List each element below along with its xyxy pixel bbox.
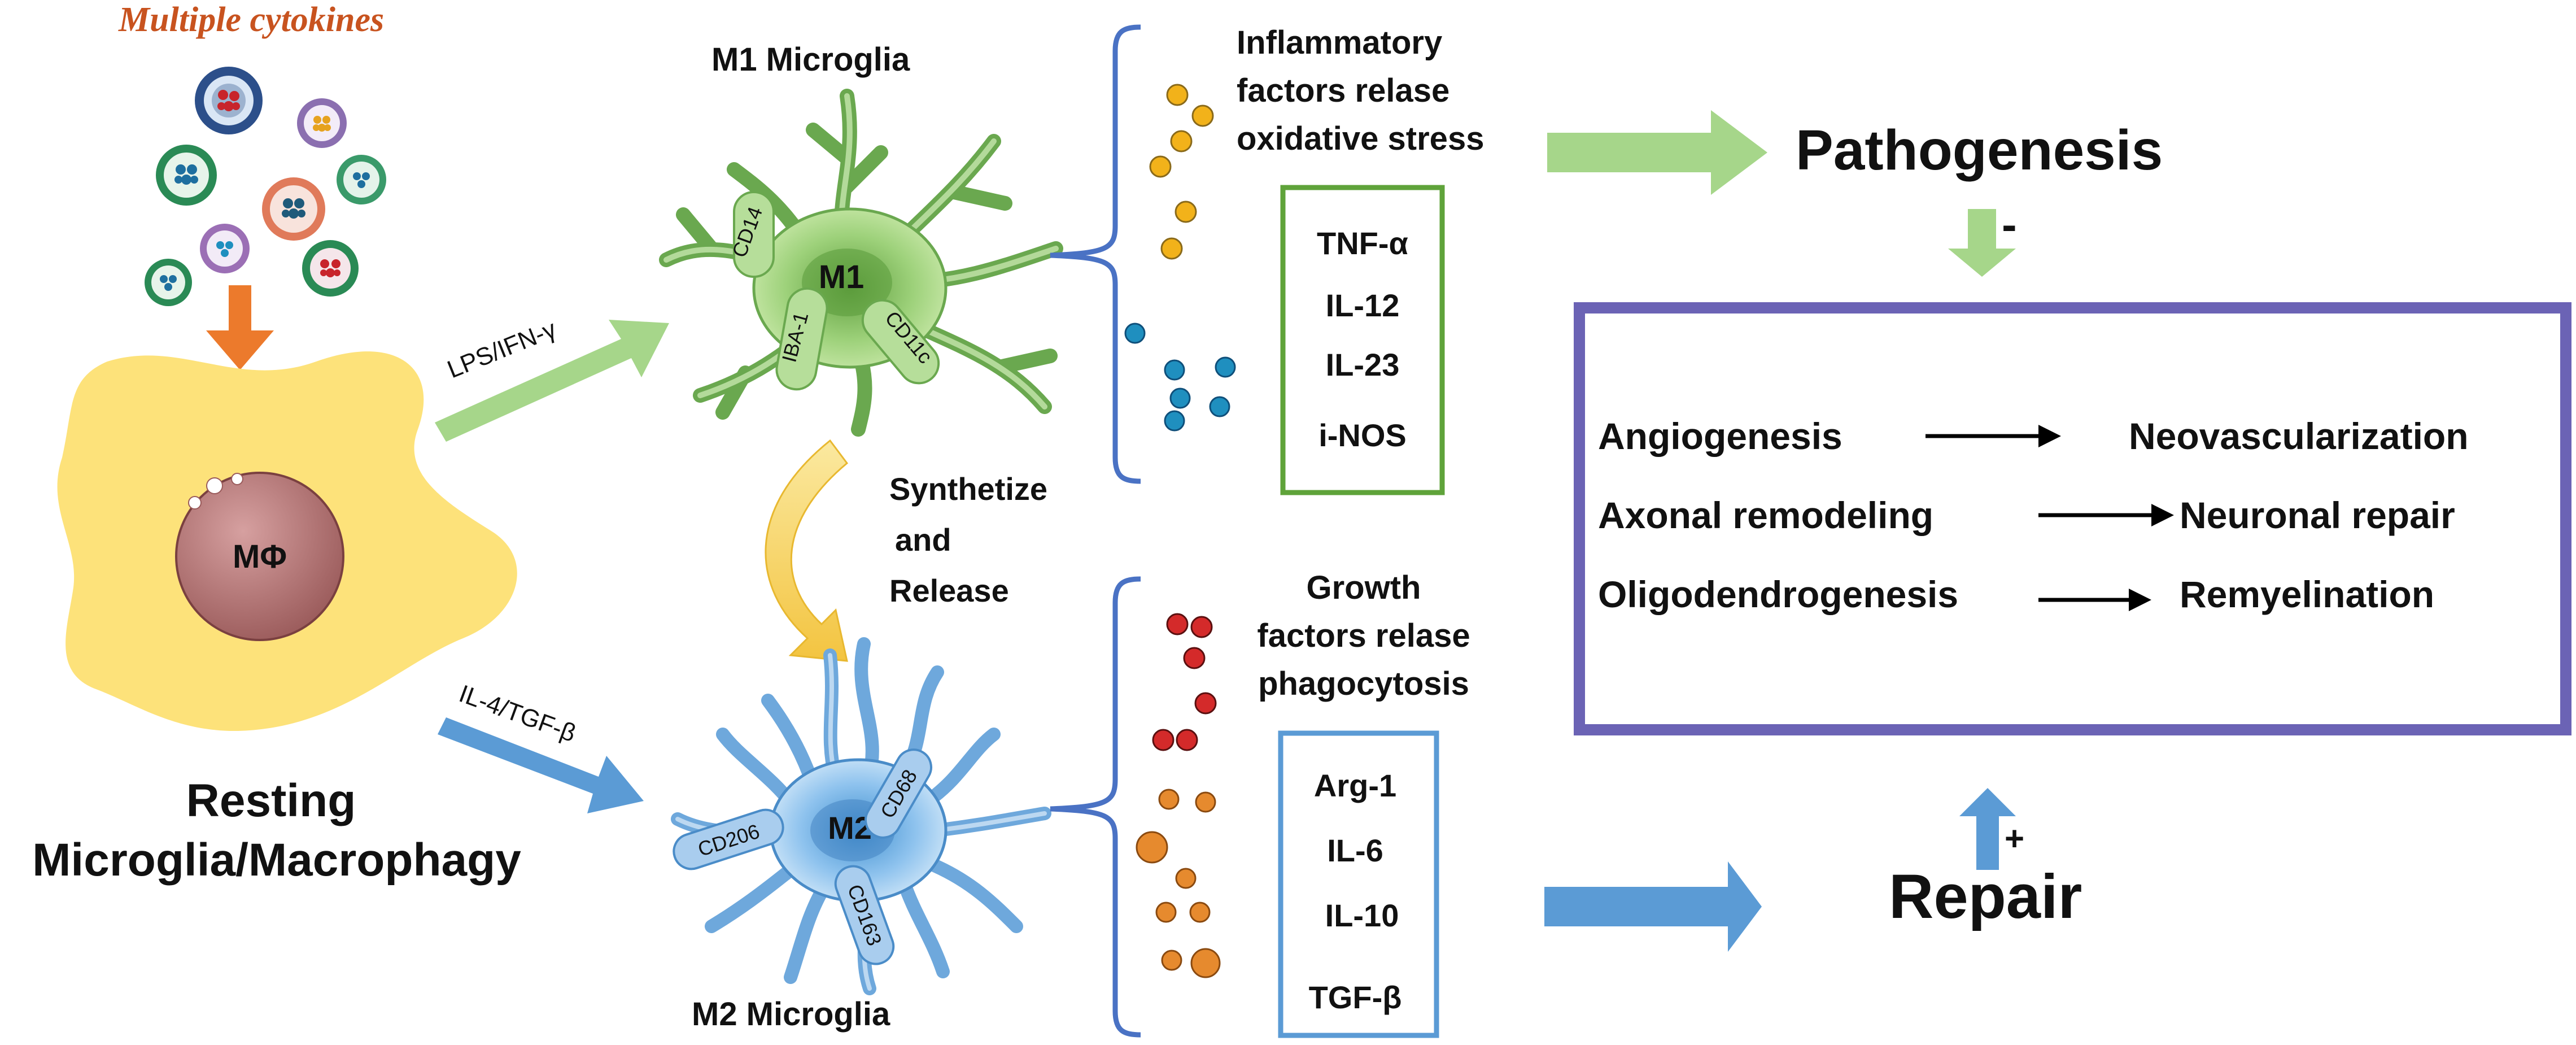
synthesis-curve-arrow [765,439,849,662]
cytokine-to-resting-arrow [206,285,274,370]
m1-release-line2: factors relase [1237,72,1449,109]
outcome-row-angiogenesis: Angiogenesis Neovascularization [1598,415,2469,457]
cytokine-cell [337,155,386,204]
m2-factor-tgf: TGF-β [1309,979,1402,1015]
m2-release-line1: Growth [1307,569,1421,606]
cytokine-cluster [145,67,386,306]
cytokine-cell [145,259,192,306]
cytokine-cell [297,98,347,148]
resting-cell-label: MΦ [233,538,287,575]
m1-factor-inos: i-NOS [1318,417,1407,453]
svg-text:Remyelination: Remyelination [2180,573,2434,615]
m1-release-line3: oxidative stress [1237,120,1484,157]
plus-sign: + [2005,820,2024,857]
pathogenesis-label: Pathogenesis [1796,119,2163,182]
vesicle-icon [206,477,223,494]
m2-release-line2: factors relase [1257,617,1470,654]
outcome-row-oligodendrogenesis: Oligodendrogenesis Remyelination [1598,573,2434,615]
svg-text:Angiogenesis: Angiogenesis [1598,415,1843,457]
outcome-box [1574,302,2571,735]
m2-stimulus-arrow [438,717,644,813]
m2-body-label: M2 [828,810,872,846]
synth-line3: Release [889,573,1009,608]
vesicle-icon [188,496,202,510]
m2-factor-il10: IL-10 [1325,898,1399,933]
svg-text:Neuronal repair: Neuronal repair [2180,494,2455,536]
pathogenesis-down-arrow [1948,209,2016,277]
svg-text:Oligodendrogenesis: Oligodendrogenesis [1598,573,1958,615]
m1-marker-cd14: CD14 [727,191,775,278]
m1-factor-il23: IL-23 [1326,347,1400,382]
minus-sign: - [2002,199,2017,250]
repair-up-arrow [1959,788,2016,870]
m1-inflammatory-dots [1124,84,1236,432]
m1-stimulus-arrow [435,320,669,442]
svg-text:Axonal remodeling: Axonal remodeling [1598,494,1933,536]
vesicle-icon [231,473,243,485]
m2-release-line3: phagocytosis [1258,665,1469,702]
m1-factor-tnf: TNF-α [1317,225,1408,261]
cytokine-cell [302,240,359,297]
m1-factor-il12: IL-12 [1326,288,1400,323]
svg-text:Neovascularization: Neovascularization [2129,415,2469,457]
m2-bracket [1050,576,1141,1038]
cytokine-cell [200,224,250,273]
resting-caption-line2: Microglia/Macrophagy [32,834,521,886]
outcome-row-axonal: Axonal remodeling Neuronal repair [1598,494,2455,536]
m1-title: M1 Microglia [711,41,910,78]
cytokine-cell [195,67,263,134]
repair-arrow [1544,861,1762,952]
cytokine-cell [156,145,217,206]
m2-factor-box [1278,730,1439,1038]
synth-line2: and [895,522,951,558]
synth-line1: Synthetize [889,471,1047,507]
m2-title: M2 Microglia [692,996,890,1033]
cytokines-title: Multiple cytokines [118,1,384,39]
m1-release-line1: Inflammatory [1237,24,1442,61]
cytokine-cell [262,177,325,241]
m2-factor-arg1: Arg-1 [1314,768,1396,803]
m2-marker-cd206: CD206 [673,808,784,870]
m1-bracket [1050,24,1141,484]
resting-macrophage-nucleus [175,472,344,641]
m1-body-label: M1 [819,259,865,295]
repair-label: Repair [1889,862,2082,931]
m1-stimulus-label: LPS/IFN-γ [443,315,560,384]
m2-growth-dots [1136,613,1221,978]
m1-factor-box [1280,185,1445,495]
pathogenesis-arrow [1547,110,1767,195]
m2-factor-il6: IL-6 [1327,833,1383,868]
resting-caption-line1: Resting [186,775,356,826]
